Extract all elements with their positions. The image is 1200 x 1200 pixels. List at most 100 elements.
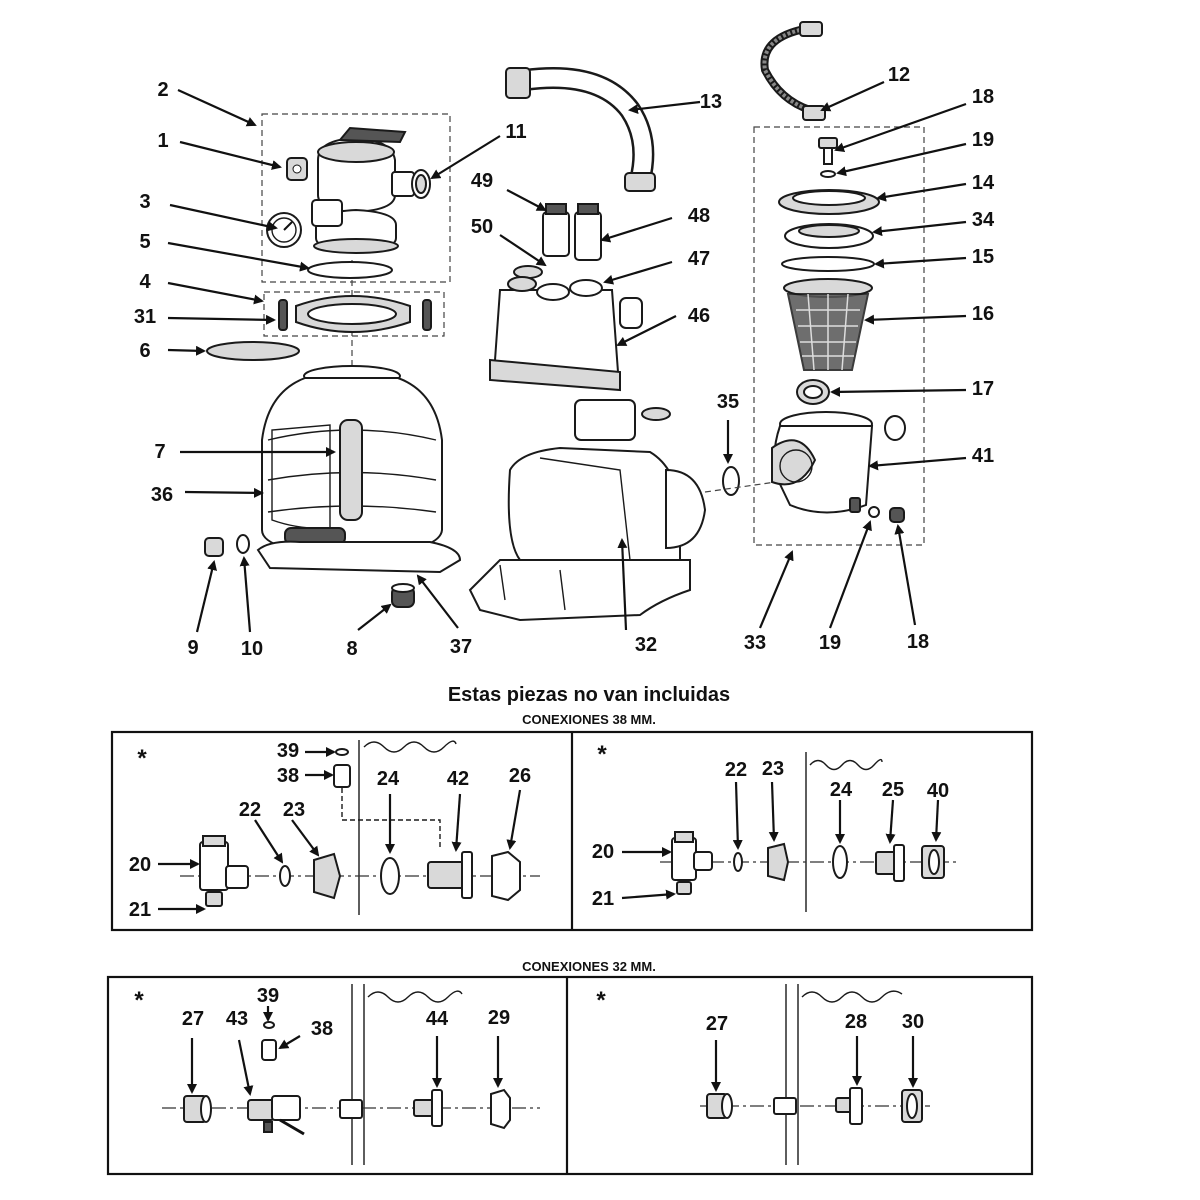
part-24-gasket <box>380 857 400 895</box>
label-2: 2 <box>157 79 168 101</box>
label-b-24: 24 <box>830 779 853 801</box>
label-35: 35 <box>717 391 739 413</box>
label-9: 9 <box>187 637 198 659</box>
part-16-strainer-basket <box>783 278 873 371</box>
box-38mm-left: * 39 38 <box>110 730 1034 932</box>
part-15-o-ring <box>781 256 875 272</box>
star-b: * <box>597 741 607 768</box>
part-c-39-o-ring <box>263 1021 275 1029</box>
part-c-38-valve-small <box>261 1039 277 1061</box>
label-b-23: 23 <box>762 758 784 780</box>
label-a-39: 39 <box>277 740 299 762</box>
part-21-ring <box>205 891 223 907</box>
filter-assembly <box>204 113 462 608</box>
conn-38-heading: CONEXIONES 38 MM. <box>522 712 656 727</box>
label-19-bottom: 19 <box>819 632 841 654</box>
part-18-air-release-valve <box>818 137 838 165</box>
part-31-bolts <box>278 299 432 331</box>
label-19-top: 19 <box>972 129 994 151</box>
label-10: 10 <box>241 638 263 660</box>
part-17-nut <box>796 379 830 405</box>
label-13: 13 <box>700 91 722 113</box>
label-c-39: 39 <box>257 985 279 1007</box>
label-a-26: 26 <box>509 765 531 787</box>
part-9-plug <box>204 537 224 557</box>
conn-32-heading: CONEXIONES 32 MM. <box>522 959 656 974</box>
part-48-electrode <box>574 203 602 261</box>
part-19-o-ring <box>820 170 836 178</box>
part-d-28-inlet <box>835 1087 863 1125</box>
callout-labels: 1 2 3 5 4 31 6 7 36 9 10 8 37 11 13 49 4… <box>134 64 995 660</box>
part-7-tank <box>261 365 443 558</box>
box-32mm-right: * 27 28 30 <box>596 984 930 1165</box>
label-41: 41 <box>972 445 994 467</box>
label-4: 4 <box>139 271 151 293</box>
label-31: 31 <box>134 306 156 328</box>
part-5-o-ring <box>307 261 393 279</box>
label-32: 32 <box>635 634 657 656</box>
part-14-lid-ring <box>778 189 880 215</box>
part-19-o-ring-lower <box>868 506 880 518</box>
label-15: 15 <box>972 246 994 268</box>
box-38mm-right: * 22 23 24 25 40 20 21 <box>592 741 960 912</box>
label-3: 3 <box>139 191 150 213</box>
box-32mm-left: * 39 27 43 38 44 29 <box>106 975 1034 1176</box>
label-a-24: 24 <box>377 768 400 790</box>
part-47-o-ring <box>569 279 603 297</box>
part-37-base <box>256 540 462 574</box>
part-c-27-skimmer-adapter <box>183 1095 212 1123</box>
part-20-valve <box>199 835 249 891</box>
part-b-22-o-ring <box>733 852 743 872</box>
label-8: 8 <box>346 638 357 660</box>
label-50: 50 <box>471 216 493 238</box>
part-23-nut <box>313 852 342 900</box>
part-18-drain-plug-lower <box>889 507 905 523</box>
part-46-chlorinator-cell <box>489 265 643 392</box>
pipe-section-d <box>773 1097 797 1115</box>
part-49-electrode <box>542 203 570 257</box>
label-c-29: 29 <box>488 1007 510 1029</box>
label-37: 37 <box>450 636 472 658</box>
part-50-cap <box>513 265 543 279</box>
strainer-assembly <box>753 21 925 546</box>
part-4-clamp <box>295 295 411 333</box>
label-c-38: 38 <box>311 1018 333 1040</box>
part-b-21-ring <box>676 881 692 895</box>
label-a-38: 38 <box>277 765 299 787</box>
part-41-strainer-housing <box>771 411 874 514</box>
star-c: * <box>134 987 144 1014</box>
part-6-diffuser <box>206 341 300 361</box>
label-b-21: 21 <box>592 888 614 910</box>
label-18-top: 18 <box>972 86 994 108</box>
part-b-40-nut <box>921 845 945 879</box>
part-39-o-ring-small <box>335 748 349 756</box>
star-a: * <box>137 745 147 772</box>
label-6: 6 <box>139 340 150 362</box>
part-34-lid <box>784 223 874 249</box>
part-c-43-valve <box>247 1095 305 1136</box>
part-b-25-adapter <box>875 844 905 882</box>
label-b-25: 25 <box>882 779 904 801</box>
label-48: 48 <box>688 205 710 227</box>
pump-motor-assembly <box>468 67 791 622</box>
label-5: 5 <box>139 231 150 253</box>
part-22-o-ring <box>279 865 291 887</box>
label-34: 34 <box>972 209 995 231</box>
label-1: 1 <box>157 130 168 152</box>
label-c-44: 44 <box>426 1008 449 1030</box>
part-35-o-ring <box>722 466 740 496</box>
part-3-pressure-gauge <box>266 212 302 248</box>
label-b-40: 40 <box>927 780 949 802</box>
label-47: 47 <box>688 248 710 270</box>
label-d-30: 30 <box>902 1011 924 1033</box>
part-38-valve-small <box>333 764 351 788</box>
label-a-21: 21 <box>129 899 151 921</box>
part-d-30-nut <box>901 1089 923 1123</box>
label-a-42: 42 <box>447 768 469 790</box>
label-c-27: 27 <box>182 1008 204 1030</box>
label-b-22: 22 <box>725 759 747 781</box>
label-16: 16 <box>972 303 994 325</box>
not-included-heading: Estas piezas no van incluidas <box>448 684 730 706</box>
label-49: 49 <box>471 170 493 192</box>
